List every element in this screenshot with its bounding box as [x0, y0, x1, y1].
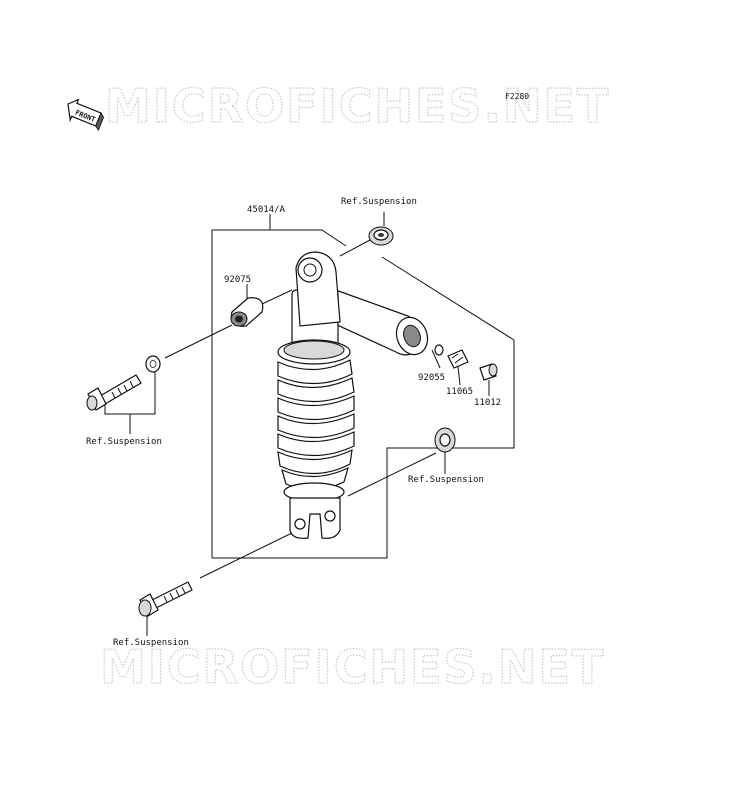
label-ref-suspension-left: Ref.Suspension: [86, 437, 162, 447]
front-arrow-icon: FRONT: [67, 98, 105, 132]
valve-11065: [447, 349, 469, 369]
left-washer: [145, 355, 161, 373]
label-45014-a: 45014/A: [247, 205, 286, 215]
cap-11012: [479, 363, 498, 381]
shock-absorber: [277, 251, 429, 539]
figure-code: F2280: [505, 92, 529, 101]
assembly-bracket: [211, 214, 515, 559]
top-bushing: [368, 226, 394, 246]
watermark-top: MICROFICHES.NET: [105, 79, 610, 133]
left-bolt: [86, 374, 142, 411]
collar-92075: [230, 297, 264, 327]
bottom-bolt: [138, 581, 193, 617]
label-ref-suspension-right: Ref.Suspension: [408, 475, 484, 485]
right-collar: [434, 427, 456, 453]
leader-lines: [104, 212, 490, 636]
label-11012: 11012: [474, 398, 501, 408]
label-92075: 92075: [224, 275, 251, 285]
label-11065: 11065: [446, 387, 473, 397]
label-ref-suspension-bottom: Ref.Suspension: [113, 638, 189, 648]
watermark-bottom: MICROFICHES.NET: [100, 640, 605, 694]
label-92055: 92055: [418, 373, 445, 383]
label-ref-suspension-top: Ref.Suspension: [341, 197, 417, 207]
oring-92055: [434, 344, 444, 356]
